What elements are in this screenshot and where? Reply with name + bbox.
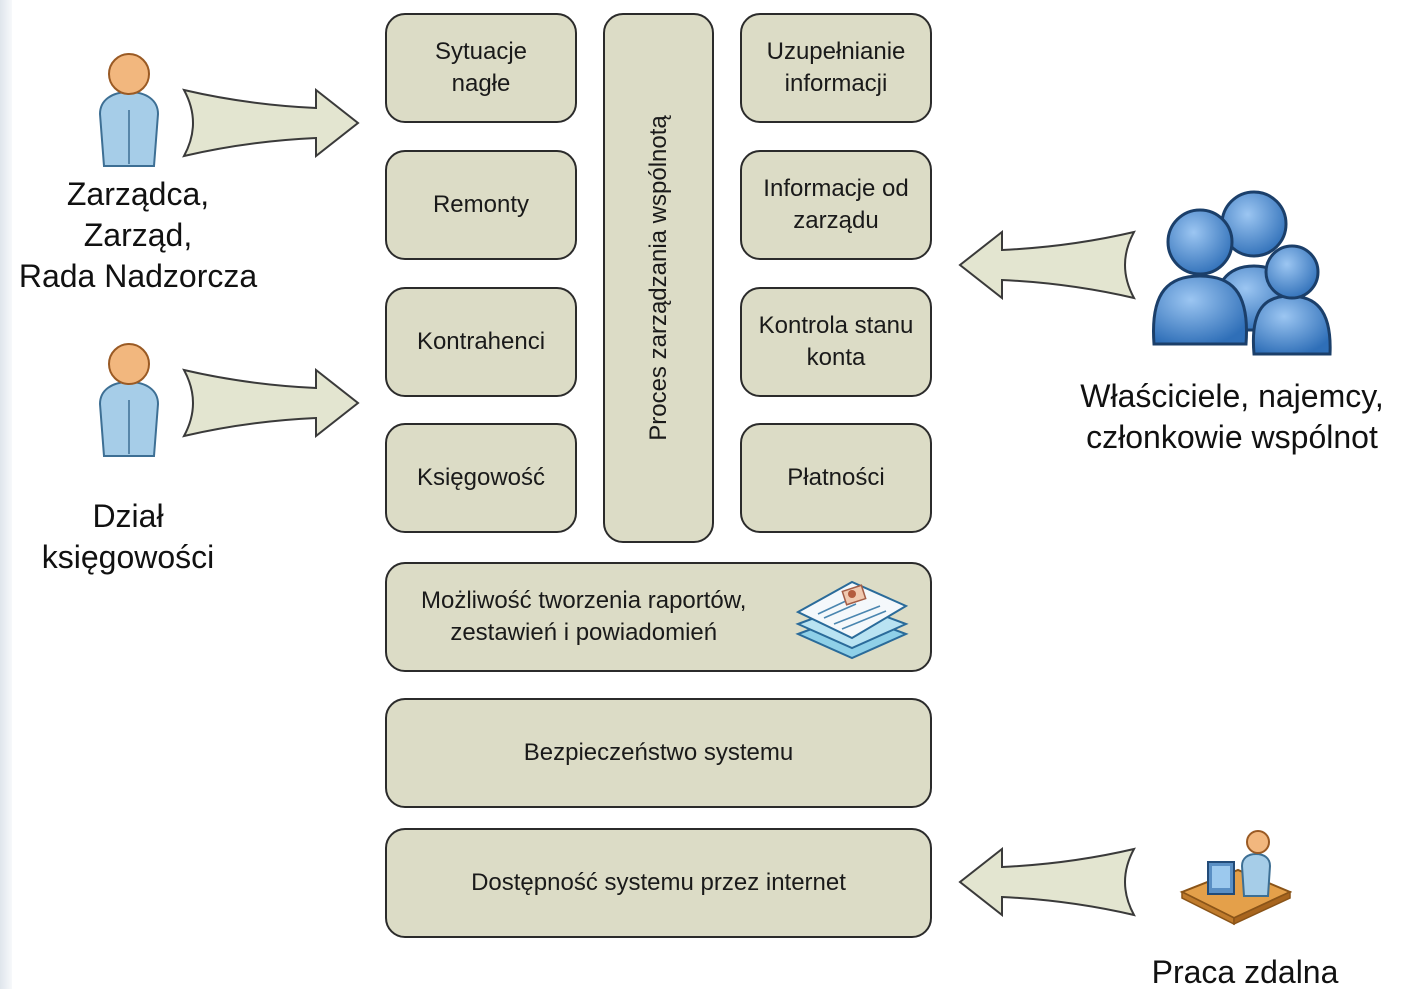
actor-label-accounting: Dział księgowości: [41, 498, 215, 575]
module-label: Sytuacje nagłe: [434, 38, 528, 97]
arrow-right-icon: [182, 368, 360, 438]
person-icon: [98, 53, 160, 167]
module-label: Bezpieczeństwo systemu: [523, 739, 794, 766]
module-label: Dostępność systemu przez internet: [471, 869, 846, 896]
module-label: Kontrahenci: [416, 328, 546, 355]
actor-label-remote: Praca zdalna: [1151, 954, 1339, 990]
group-icon: [1151, 190, 1332, 356]
arrow-right-icon: [182, 88, 360, 158]
module-uzupelnianie-informacji: Uzupełnianie informacji: [740, 13, 932, 123]
actor-label-manager: Zarządca, Zarząd, Rada Nadzorcza: [18, 176, 258, 294]
module-raporty: Możliwość tworzenia raportów, zestawień …: [385, 562, 932, 672]
left-edge-decoration: [0, 0, 12, 989]
process-label: Proces zarządzania wspólnotą: [644, 115, 672, 441]
module-ksiegowosc: Księgowość: [385, 423, 577, 533]
arrow-left-icon: [958, 230, 1136, 300]
module-label: Kontrola stanu konta: [758, 312, 914, 371]
process-column: Proces zarządzania wspólnotą: [603, 13, 714, 543]
actor-label-owners: Właściciele, najemcy, członkowie wspólno…: [1080, 378, 1384, 455]
documents-icon: [795, 580, 909, 660]
computer-worker-icon: [1179, 830, 1292, 926]
module-sytuacje-nagle: Sytuacje nagłe: [385, 13, 577, 123]
module-label: Księgowość: [416, 464, 546, 491]
module-kontrahenci: Kontrahenci: [385, 287, 577, 397]
module-kontrola-stanu-konta: Kontrola stanu konta: [740, 287, 932, 397]
module-dostepnosc-internet: Dostępność systemu przez internet: [385, 828, 932, 938]
module-platnosci: Płatności: [740, 423, 932, 533]
module-label: Uzupełnianie informacji: [766, 38, 906, 97]
module-remonty: Remonty: [385, 150, 577, 260]
module-label: Informacje od zarządu: [763, 175, 909, 234]
module-label: Remonty: [432, 191, 530, 218]
module-label: Możliwość tworzenia raportów, zestawień …: [421, 587, 747, 646]
person-icon: [98, 343, 160, 457]
module-bezpieczenstwo: Bezpieczeństwo systemu: [385, 698, 932, 808]
module-label: Płatności: [787, 464, 885, 491]
module-informacje-od-zarzadu: Informacje od zarządu: [740, 150, 932, 260]
arrow-left-icon: [958, 847, 1136, 917]
